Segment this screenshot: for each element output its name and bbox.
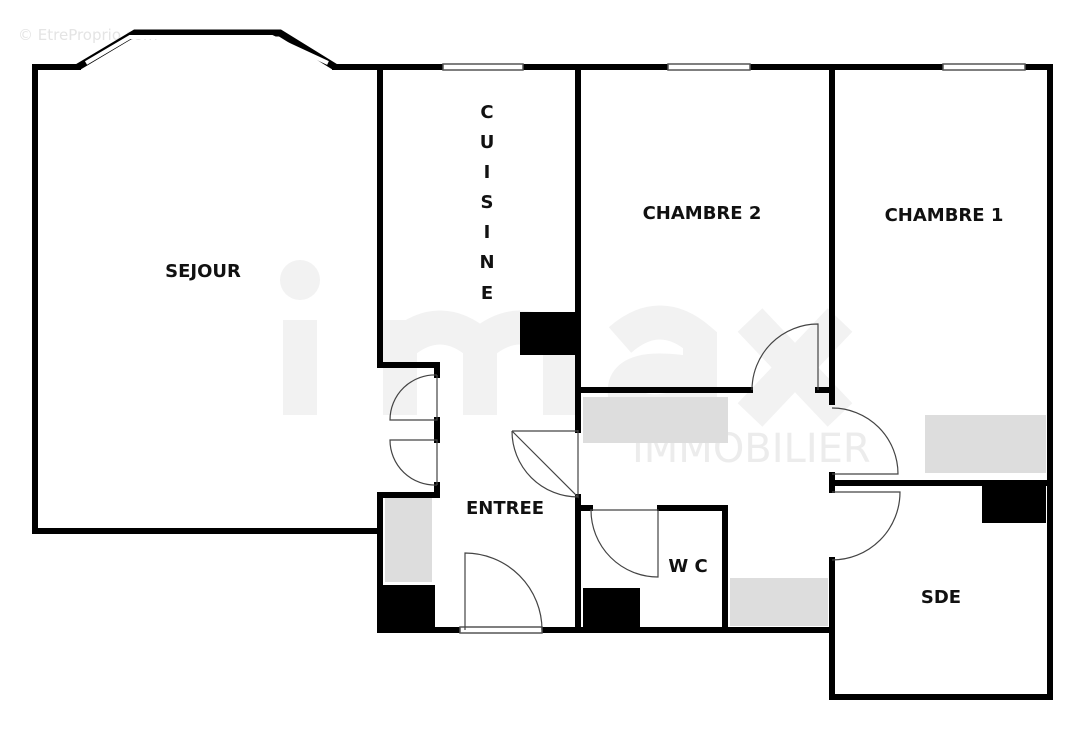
bay-window	[76, 29, 337, 71]
cuisine-letter: E	[481, 283, 493, 304]
room-label-entree: ENTREE	[466, 498, 544, 519]
wardrobe-fixture	[925, 415, 1046, 473]
logo-dot	[280, 260, 320, 300]
doors	[389, 323, 901, 631]
room-label-wc: W C	[668, 556, 707, 577]
cuisine-letter: S	[481, 192, 494, 213]
walls	[32, 64, 1053, 700]
room-label-sejour: SEJOUR	[165, 261, 241, 282]
duct-block	[520, 312, 580, 355]
brand-logo-watermark	[280, 260, 853, 429]
entrance-door-frame	[459, 626, 543, 634]
cuisine-letter: C	[480, 102, 493, 123]
window	[667, 63, 751, 71]
room-label-chambre-1: CHAMBRE 1	[885, 205, 1004, 226]
cuisine-letter: U	[480, 132, 495, 153]
closet-fixture	[385, 498, 432, 582]
room-label-cuisine: C U I S I N E	[479, 102, 494, 304]
cuisine-letter: I	[484, 222, 491, 243]
storage-fixture	[730, 578, 828, 626]
cuisine-letter: I	[484, 162, 491, 183]
cuisine-letter: N	[479, 252, 494, 273]
window	[942, 63, 1026, 71]
room-label-sde: SDE	[921, 587, 961, 608]
logo-stroke	[737, 308, 853, 427]
window	[442, 63, 524, 71]
room-label-chambre-2: CHAMBRE 2	[643, 203, 762, 224]
duct-block	[583, 588, 640, 630]
counter-fixture	[583, 397, 728, 443]
duct-block	[982, 483, 1046, 523]
duct-block	[382, 585, 435, 628]
